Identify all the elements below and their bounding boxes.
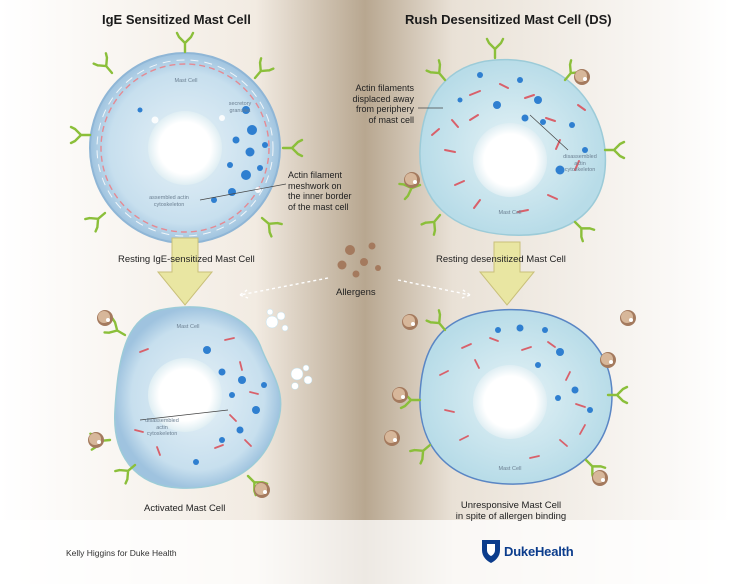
nucleus [473,365,547,439]
degranulation [265,308,313,390]
nucleus [148,358,222,432]
cell-resting-ds [398,37,626,243]
caption-unresponsive: Unresponsive Mast Cell in spite of aller… [455,500,567,522]
actin-displaced [439,337,586,459]
caption-resting-ige: Resting IgE-sensitized Mast Cell [118,254,255,265]
granules [457,72,588,175]
actin-displaced [431,83,586,213]
cell-label-mast-cell-activated: Mast Cell [176,324,200,330]
cell-label-mast-cell-ds: Mast Cell [498,210,522,216]
nucleus [148,111,222,185]
annotation-actin-meshwork: Actin filament meshwork on the inner bor… [288,170,352,212]
annotation-actin-displaced: Actin filaments displaced away from peri… [352,83,414,125]
cell-unresponsive [384,308,636,486]
actin-disassembled [134,337,259,456]
cell-label-mast-cell-unresponsive: Mast Cell [498,466,522,472]
cell-activated [88,306,313,498]
arrow-right [478,241,536,306]
nucleus [473,123,547,197]
logo-text: DukeHealth [504,544,574,559]
caption-activated: Activated Mast Cell [144,503,226,514]
image-credit: Kelly Higgins for Duke Health [66,548,177,558]
arrow-left [156,237,214,306]
allergen-cluster [337,242,381,278]
caption-allergens: Allergens [336,287,376,298]
duke-shield-icon [482,540,500,563]
title-right: Rush Desensitized Mast Cell (DS) [405,12,612,27]
duke-health-logo: DukeHealth [504,544,574,559]
allergen-arrows [239,277,471,299]
cell-resting-ige [69,31,304,266]
caption-resting-ds: Resting desensitized Mast Cell [436,254,566,265]
granules [193,346,267,465]
cell-label-mast-cell: Mast Cell [174,78,198,84]
granules [137,106,268,203]
actin-meshwork-ring [100,63,270,233]
granules [495,324,593,413]
title-left: IgE Sensitized Mast Cell [102,12,251,27]
